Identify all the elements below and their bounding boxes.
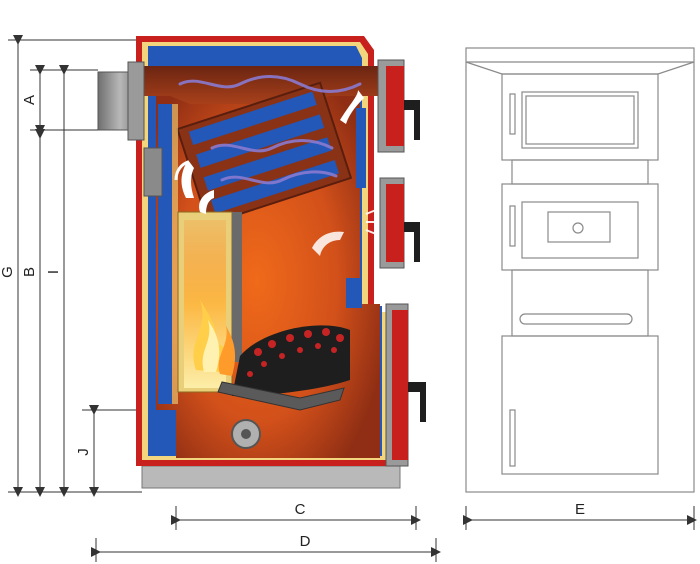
dimension-lines xyxy=(8,35,697,562)
top-water-pocket xyxy=(162,46,356,66)
embers xyxy=(247,328,344,377)
dim-label-C: C xyxy=(295,501,306,518)
dim-label-D: D xyxy=(300,533,311,550)
dim-label-J: J xyxy=(75,448,92,456)
middle-door xyxy=(379,177,420,269)
flue-gas-flow xyxy=(178,75,362,185)
dim-label-G: G xyxy=(0,266,16,278)
dim-label-A: A xyxy=(21,95,38,105)
boiler-front-view xyxy=(465,47,695,493)
dimension-labels: G A B I J C D E xyxy=(0,95,585,550)
lower-door-handle xyxy=(408,382,426,422)
fuel-bed xyxy=(232,325,350,396)
air-box xyxy=(143,147,163,197)
front-middle-door xyxy=(501,183,659,271)
middle-door-handle xyxy=(404,222,420,262)
air-flow-arrows xyxy=(174,90,364,256)
heat-exchanger xyxy=(176,81,353,226)
boiler-cutaway xyxy=(97,36,426,489)
upper-door-handle xyxy=(404,100,420,140)
front-outline xyxy=(465,47,695,493)
dim-label-I: I xyxy=(45,270,62,274)
flames xyxy=(193,300,236,376)
flue-flange xyxy=(127,61,145,141)
grate xyxy=(217,381,345,411)
lower-door xyxy=(385,303,426,467)
front-bottom-door xyxy=(501,335,659,475)
dim-label-E: E xyxy=(575,501,585,518)
secondary-air-jets xyxy=(365,209,378,235)
divider-wall xyxy=(232,212,242,362)
dim-label-B: B xyxy=(21,267,38,277)
base-plinth xyxy=(141,465,401,489)
upper-door xyxy=(377,59,420,153)
